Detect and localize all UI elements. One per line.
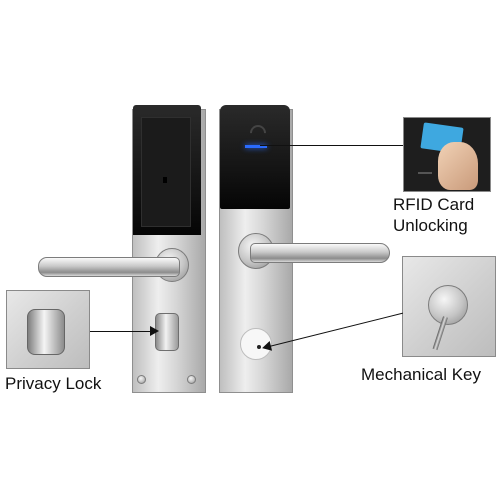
inside-lever-handle [38,257,180,277]
mechanical-key-label: Mechanical Key [361,365,482,384]
key-cylinder-closeup [428,285,468,325]
inside-lock-housing [133,105,201,235]
outside-lever-handle [250,243,390,263]
screw-icon [137,375,146,384]
privacy-arrowhead-icon [150,326,159,336]
privacy-lock-inset [6,290,90,369]
rfid-signal-icon [246,121,270,145]
mechanical-key-inset [402,256,496,357]
rfid-callout-line [260,145,403,146]
inside-lock [35,105,210,395]
screw-icon [187,375,196,384]
rfid-reader [220,105,290,209]
privacy-thumb-turn-closeup [27,309,65,355]
keyhole-icon [257,345,261,349]
rfid-label-line2: Unlocking [393,216,468,235]
housing-recess [141,117,191,227]
privacy-thumb-turn [155,313,179,351]
reader-slot-detail [418,172,432,174]
rfid-card-inset [403,117,491,192]
outside-lock [215,105,395,395]
rfid-label-line1: RFID Card [393,195,475,214]
key-cylinder-cover [240,328,272,360]
privacy-callout-line [90,331,150,332]
privacy-label: Privacy Lock [5,374,102,393]
led-indicator-icon [245,145,267,148]
keyhole-icon [163,177,167,183]
key-icon [432,316,448,351]
hand-holding-card [438,142,478,190]
